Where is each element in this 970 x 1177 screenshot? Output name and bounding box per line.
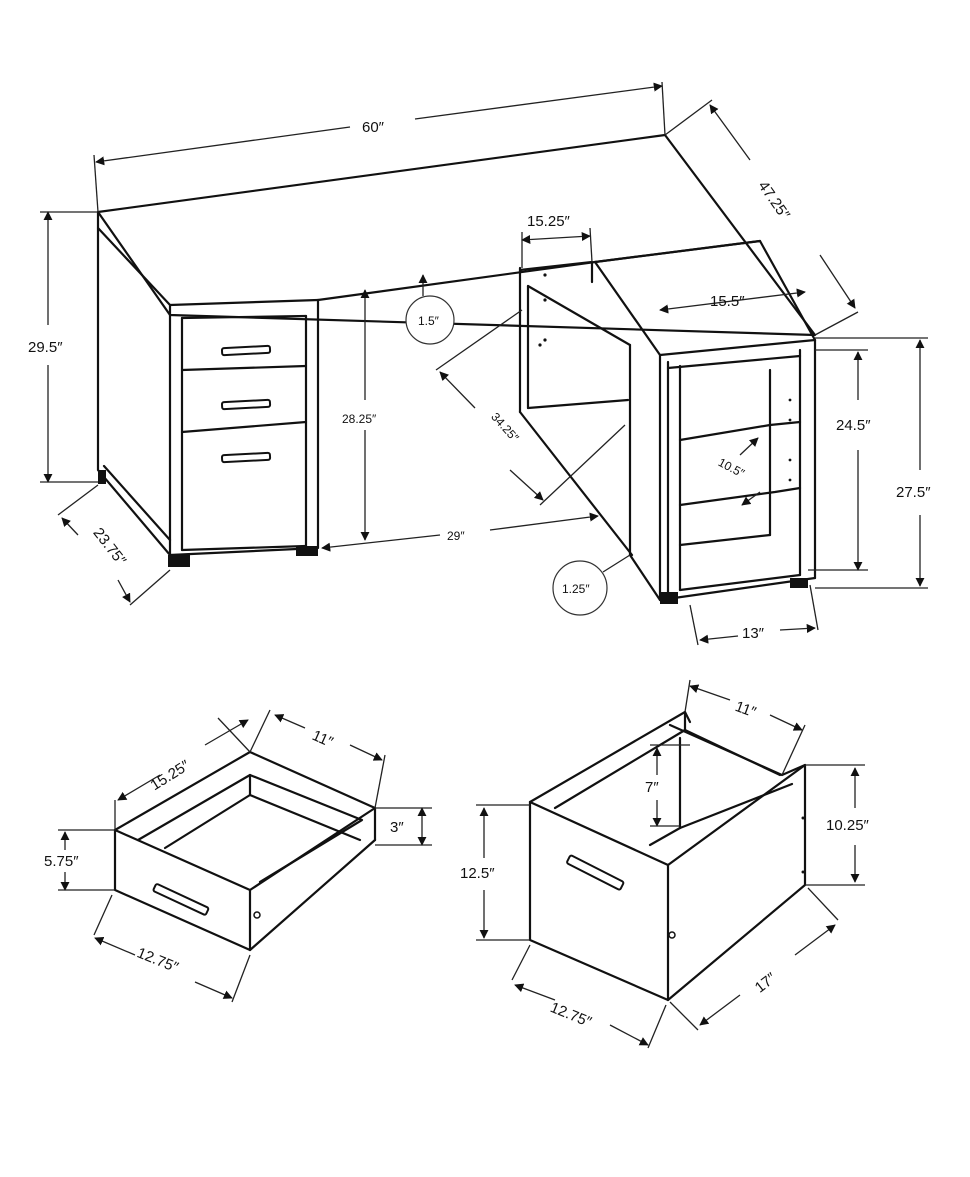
- label-return-width: 13″: [742, 625, 765, 642]
- small-drawer-drawing: [113, 750, 377, 952]
- label-return-height: 27.5″: [896, 484, 931, 501]
- label-knee-width: 29″: [447, 529, 465, 543]
- label-knee-height: 28.25″: [342, 412, 377, 426]
- label-small-drawer-inner-height: 3″: [390, 819, 404, 836]
- label-file-drawer-front-height: 12.5″: [460, 865, 495, 882]
- label-small-drawer-front-height: 5.75″: [44, 853, 79, 870]
- desk-drawing: [96, 133, 817, 604]
- label-desk-depth: 47.25″: [755, 178, 794, 223]
- label-shelf-unit-width: 15.25″: [527, 213, 571, 230]
- desk-labels: 60″ 47.25″ 29.5″ 23.75″ 28.25″ 1.5″ 15.2…: [28, 119, 931, 642]
- label-return-top-width: 15.5″: [710, 293, 745, 310]
- label-small-drawer-front-width: 12.75″: [135, 944, 182, 976]
- file-drawer-dimensions: [476, 679, 865, 1049]
- label-file-drawer-depth: 17″: [752, 969, 780, 996]
- desk-dimensions: [40, 81, 928, 646]
- label-file-drawer-side-height: 10.25″: [826, 817, 870, 834]
- label-shelf-spacing: 10.5″: [716, 455, 748, 481]
- label-small-drawer-inner-width: 11″: [310, 727, 337, 751]
- file-drawer-drawing: [528, 710, 807, 1002]
- small-drawer-dimensions: [58, 709, 432, 1003]
- label-file-drawer-inner-height: 7″: [645, 779, 659, 796]
- label-file-drawer-front-width: 12.75″: [548, 999, 595, 1031]
- label-top-thickness: 1.5″: [418, 314, 440, 328]
- label-desk-width: 60″: [362, 119, 385, 136]
- label-file-drawer-inner-width: 11″: [733, 698, 759, 721]
- label-leg-depth: 23.75″: [90, 525, 130, 570]
- label-desk-height: 29.5″: [28, 339, 63, 356]
- label-panel-thickness: 1.25″: [562, 582, 590, 596]
- label-diagonal-depth: 34.25″: [488, 410, 522, 445]
- label-shelf-opening-height: 24.5″: [836, 417, 871, 434]
